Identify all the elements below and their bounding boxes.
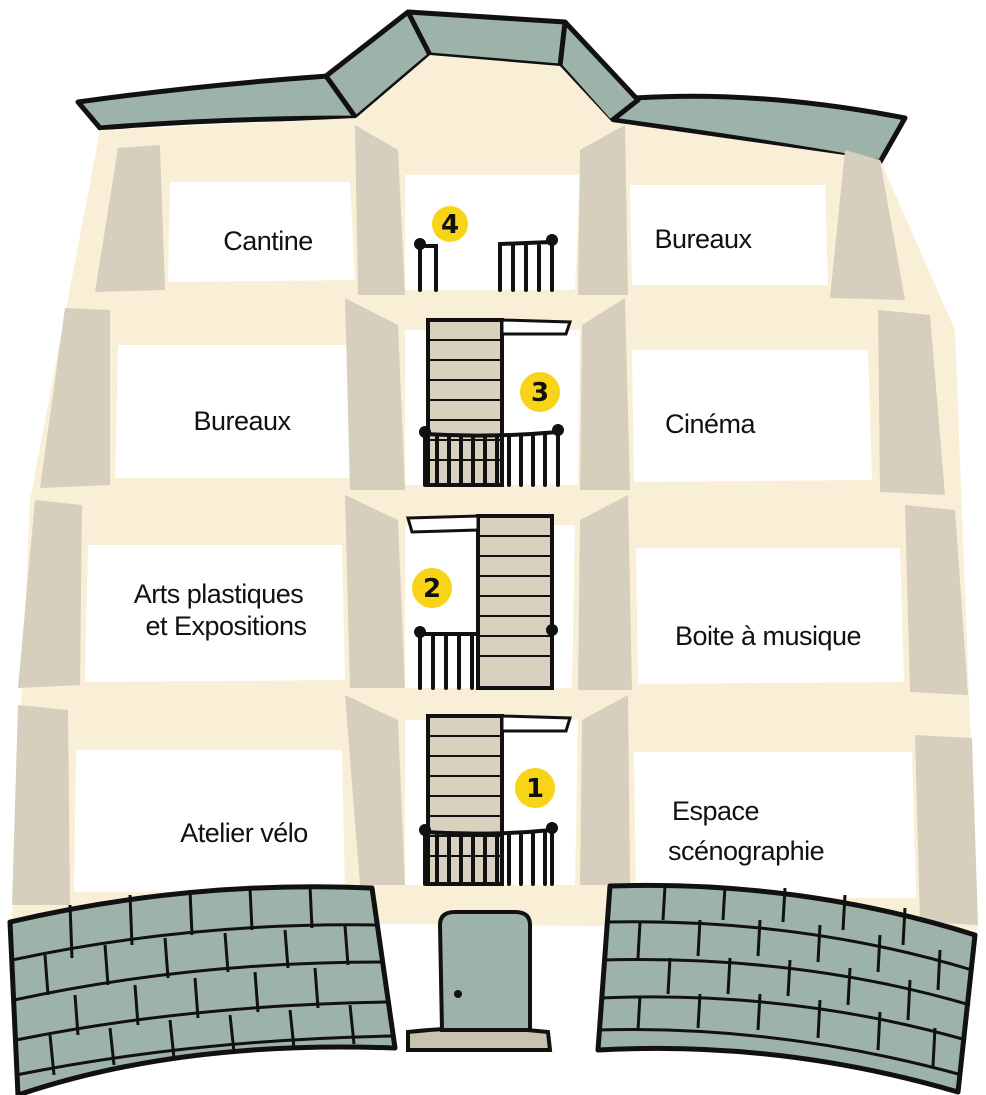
- room-label-espace-scenographie: Espace scénographie: [668, 796, 824, 866]
- balcony-railing-icon: [414, 234, 564, 886]
- floor-1-left-pillar: [12, 705, 70, 905]
- room-label-espace-line-2: scénographie: [668, 836, 824, 866]
- floor-4-left-pillar: [95, 145, 165, 292]
- room-label-arts-line-2: et Expositions: [145, 611, 306, 641]
- floor-3-left-room: [115, 345, 350, 478]
- floor-number-1: 1: [526, 774, 544, 804]
- floor-1-right-room: [634, 752, 916, 898]
- door-icon: [406, 910, 553, 1052]
- floor-2-left-pillar: [18, 500, 82, 688]
- floor-number-2: 2: [423, 574, 441, 604]
- floor-4-right-pillar: [830, 150, 905, 300]
- floor-4-left-room: [168, 182, 355, 282]
- room-label-boite-a-musique: Boite à musique: [675, 621, 861, 651]
- floor-1-left-room: [74, 750, 345, 892]
- floor-4-center-right-pillar: [578, 125, 628, 295]
- floor-badge-3: 3: [520, 372, 560, 412]
- floor-4-center-left-pillar: [355, 125, 405, 295]
- floor-2-left-room: [85, 545, 345, 682]
- floor-3-center-right-pillar: [580, 298, 630, 490]
- floor-3-right-room: [632, 350, 872, 482]
- floor-badge-1: 1: [515, 768, 555, 808]
- floor-1-center-right-pillar: [580, 695, 630, 885]
- room-label-bureaux: Bureaux: [193, 406, 291, 436]
- floor-3-right-pillar: [878, 310, 945, 495]
- staircase-icon: [406, 318, 573, 886]
- foundation-right-wall: [595, 882, 978, 1095]
- floor-badge-4: 4: [432, 206, 468, 242]
- door-knob: [454, 990, 462, 998]
- floor-4-right-room: [630, 185, 828, 285]
- room-label-cinema: Cinéma: [665, 409, 757, 439]
- floor-number-3: 3: [531, 378, 549, 408]
- floor-2-right-pillar: [905, 505, 968, 695]
- room-label-atelier-velo: Atelier vélo: [180, 818, 308, 848]
- floor-4: [95, 125, 905, 300]
- floor-1-center-left-pillar: [345, 695, 405, 885]
- room-label-espace-line-1: Espace: [672, 796, 759, 826]
- door-leaf: [437, 910, 532, 1032]
- foundation-left-wall: [7, 884, 398, 1095]
- roof: [75, 9, 908, 165]
- floor-4-center-room: [405, 175, 580, 290]
- floor-3-left-pillar: [40, 308, 110, 488]
- floor-number-4: 4: [441, 210, 459, 240]
- floor-1-right-pillar: [915, 735, 978, 925]
- floor-2-center-right-pillar: [578, 495, 632, 690]
- floor-3-center-left-pillar: [345, 298, 405, 490]
- room-label-bureaux-top: Bureaux: [654, 224, 752, 254]
- floor-2-center-left-pillar: [345, 495, 405, 688]
- floor-badge-2: 2: [412, 568, 452, 608]
- room-label-arts-line-1: Arts plastiques: [134, 579, 304, 609]
- room-label-arts-plastiques: Arts plastiques et Expositions: [134, 579, 311, 641]
- room-label-cantine: Cantine: [223, 226, 313, 256]
- floor-2-right-room: [636, 548, 904, 684]
